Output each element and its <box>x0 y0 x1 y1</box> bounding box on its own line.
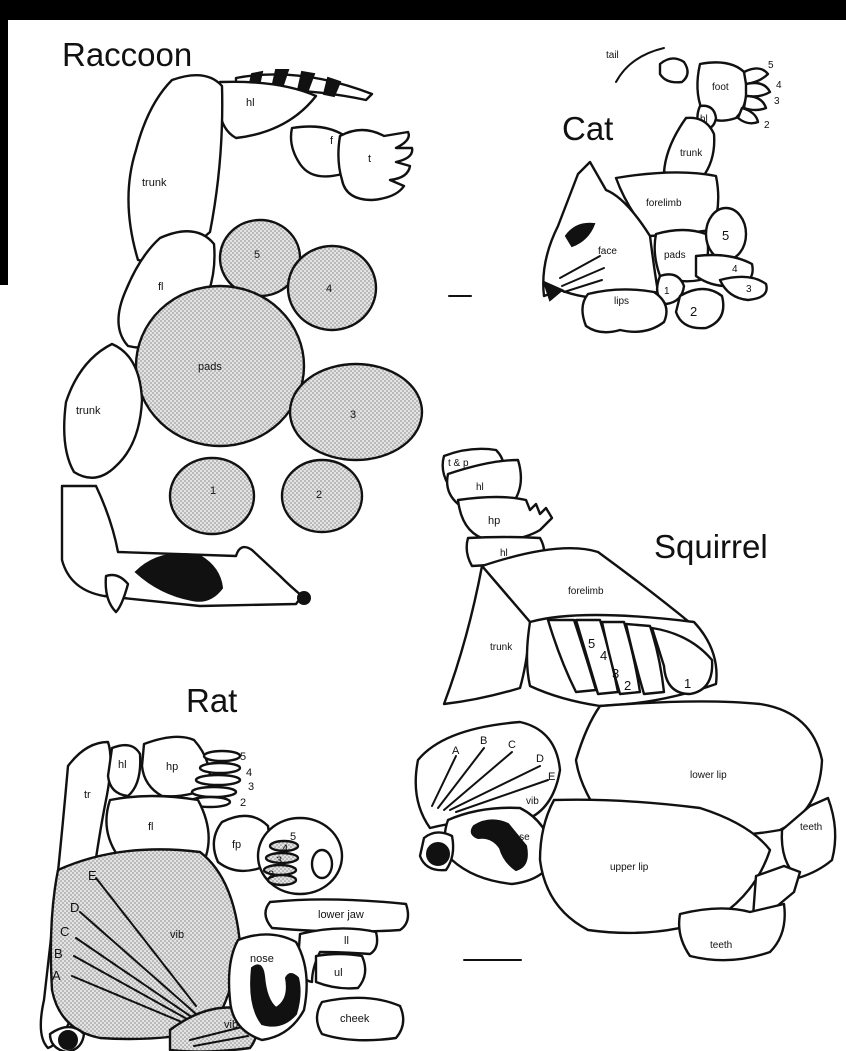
raccoon-trunk-upper-label: trunk <box>142 177 167 189</box>
black-border-left <box>0 0 8 285</box>
rat-C-label: C <box>60 924 69 939</box>
rat-fp-label: fp <box>232 839 241 851</box>
squirrel-d5-label: 5 <box>588 636 595 651</box>
rat-vib-label: vib <box>170 929 184 941</box>
cat-d4-label: 4 <box>776 80 782 91</box>
squirrel-nose-label: nose <box>508 832 530 843</box>
squirrel-forelimb-label: forelimb <box>568 586 604 597</box>
rat-nose-dot <box>59 1031 77 1049</box>
black-border-top <box>0 0 846 20</box>
rat-d4-label: 4 <box>246 767 252 779</box>
squirrel-C-label: C <box>508 739 516 751</box>
squirrel-hp-label: hp <box>488 515 500 527</box>
cat-lips-label: lips <box>614 296 629 307</box>
cat-tail-segment <box>660 58 688 82</box>
squirrel-A-label: A <box>452 745 460 757</box>
rat-f5-label: 5 <box>290 831 296 843</box>
rat-A-label: A <box>52 968 61 983</box>
rat-hl-label: hl <box>118 759 127 771</box>
rat-f4-label: 4 <box>282 843 288 855</box>
cat-trunk-label: trunk <box>680 148 703 159</box>
squirrel-upper-lip-label: upper lip <box>610 862 649 873</box>
cat-title: Cat <box>562 110 613 147</box>
squirrel-vib-label: vib <box>526 796 539 807</box>
squirrel-d1-label: 1 <box>684 676 691 691</box>
squirrel-E-label: E <box>548 771 555 783</box>
raccoon-pad3-label: 3 <box>350 409 356 421</box>
squirrel-D-label: D <box>536 753 544 765</box>
squirrel-nose-dot <box>427 843 449 865</box>
raccoon-t-label: t <box>368 153 371 165</box>
squirrel-teeth-lower <box>679 904 785 960</box>
squirrel-map: Squirrel t & p hl hp hl forelimb trunk 5… <box>416 449 835 960</box>
rat-ll-label: ll <box>344 935 349 947</box>
rat-cheek-label: cheek <box>340 1013 370 1025</box>
cat-face-label: face <box>598 246 617 257</box>
raccoon-toes <box>338 130 412 200</box>
squirrel-hindpaw <box>458 497 552 540</box>
rat-d5-label: 5 <box>240 751 246 763</box>
raccoon-pad2-label: 2 <box>316 489 322 501</box>
rat-lower-jaw-label: lower jaw <box>318 909 364 921</box>
rat-f3-label: 3 <box>276 855 282 867</box>
rat-ul-label: ul <box>334 967 343 979</box>
rat-tr-label: tr <box>84 789 91 801</box>
cat-pad-3 <box>720 277 767 300</box>
rat-title: Rat <box>186 682 237 719</box>
squirrel-teeth-bottom-label: teeth <box>710 940 732 951</box>
squirrel-B-label: B <box>480 735 487 747</box>
squirrel-d4-label: 4 <box>600 648 607 663</box>
raccoon-pad4-label: 4 <box>326 283 332 295</box>
rat-hp-label: hp <box>166 761 178 773</box>
cat-forelimb-label: forelimb <box>646 198 682 209</box>
squirrel-teeth-top-label: teeth <box>800 822 822 833</box>
rat-f2-label: 2 <box>268 869 274 881</box>
squirrel-d2-label: 2 <box>624 678 631 693</box>
cat-pad2-label: 2 <box>690 304 697 319</box>
rat-d3-label: 3 <box>248 781 254 793</box>
cat-pad4-label: 4 <box>732 264 738 275</box>
rat-nose-label: nose <box>250 953 274 965</box>
rat-map: Rat tr hl hp 5 4 3 2 fl fp 5 <box>41 682 408 1051</box>
raccoon-pad1-label: 1 <box>210 485 216 497</box>
squirrel-title: Squirrel <box>654 528 768 565</box>
raccoon-pad5-label: 5 <box>254 249 260 261</box>
raccoon-trunk-lower-label: trunk <box>76 405 101 417</box>
raccoon-map: Raccoon hl f t trunk fl 5 4 pads 3 trunk <box>62 36 471 612</box>
cat-pad3-label: 3 <box>746 284 752 295</box>
rat-D-label: D <box>70 900 79 915</box>
raccoon-hl-label: hl <box>246 97 255 109</box>
cat-d2-label: 2 <box>764 120 770 131</box>
cat-map: Cat tail foot 5 4 3 2 hl trunk forelimb … <box>543 48 782 332</box>
cat-d3-label: 3 <box>774 96 780 107</box>
cat-pads-label: pads <box>664 250 686 261</box>
cat-tail-label: tail <box>606 50 619 61</box>
squirrel-trunk-label: trunk <box>490 642 513 653</box>
cat-pad5-label: 5 <box>722 228 729 243</box>
raccoon-pads-label: pads <box>198 361 222 373</box>
cat-foot-label: foot <box>712 82 729 93</box>
cat-d5-label: 5 <box>768 60 774 71</box>
cat-tail-curve <box>616 48 664 82</box>
raccoon-title: Raccoon <box>62 36 192 73</box>
cat-pad1-label: 1 <box>664 286 670 297</box>
cat-pad-2 <box>676 289 723 328</box>
rat-d2-label: 2 <box>240 797 246 809</box>
raccoon-fl-label: fl <box>158 281 164 293</box>
squirrel-d3-label: 3 <box>612 666 619 681</box>
squirrel-hl-top-label: hl <box>476 482 484 493</box>
rat-E-label: E <box>88 868 97 883</box>
squirrel-lower-lip-label: lower lip <box>690 770 727 781</box>
rat-B-label: B <box>54 946 63 961</box>
rat-fl-label: fl <box>148 821 154 833</box>
